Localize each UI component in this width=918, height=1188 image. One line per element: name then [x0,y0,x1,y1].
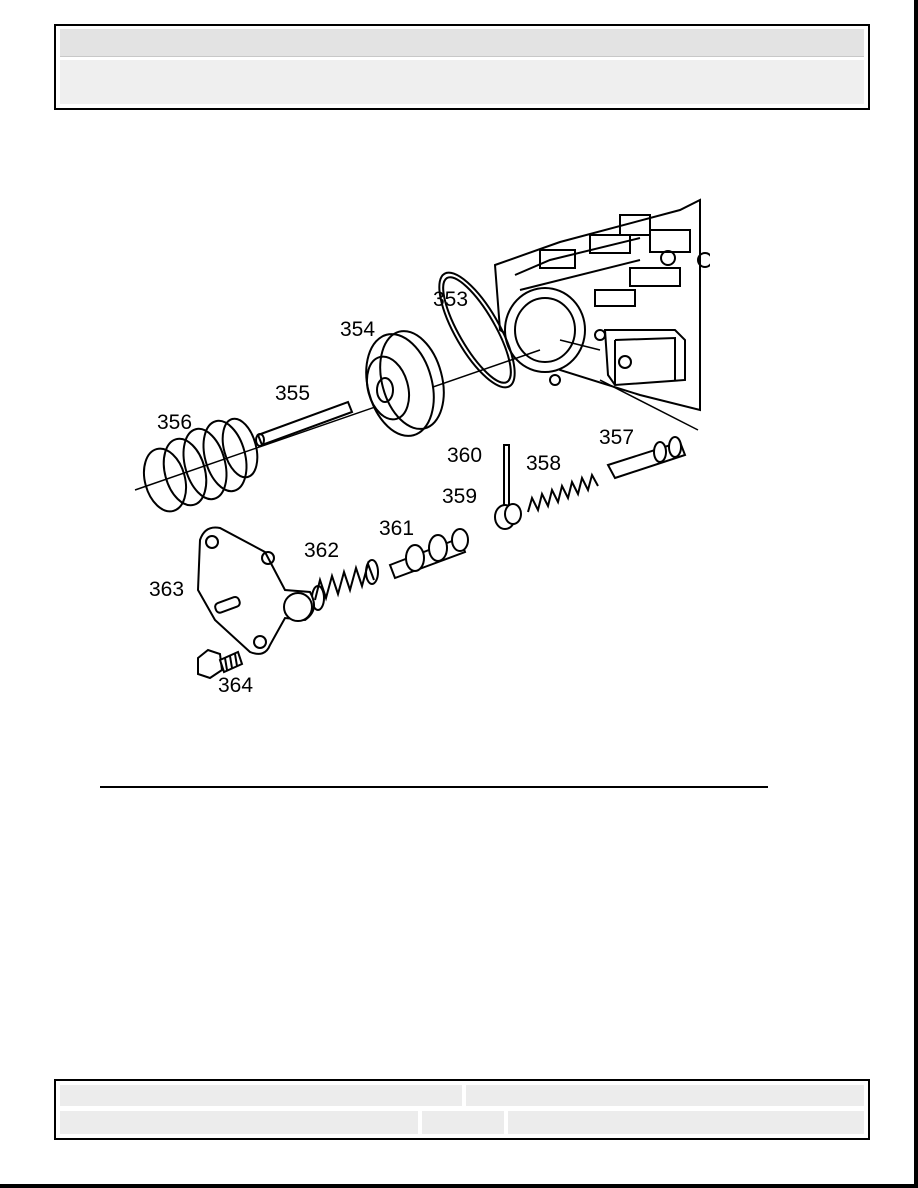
spring-356 [142,417,259,513]
pin-355 [255,400,354,447]
horizontal-rule [100,786,768,788]
callout-358: 358 [526,452,561,475]
valve-357 [606,436,687,480]
header-subtitle-bar [60,60,864,104]
spring-358 [527,472,599,513]
page-footer [54,1079,870,1140]
footer-cell-2 [466,1085,864,1106]
valve-361 [388,528,469,580]
callout-362: 362 [304,539,339,562]
footer-cell-1 [60,1085,462,1106]
axis-line [134,349,541,491]
callout-364: 364 [218,674,253,697]
callout-353: 353 [433,288,468,311]
footer-cell-4 [422,1111,504,1134]
plug-359 [494,503,522,530]
callout-355: 355 [275,382,310,405]
spring-362 [311,559,379,611]
bolt-364 [197,648,244,680]
piston-354 [365,330,445,437]
callout-360: 360 [447,444,482,467]
callout-357: 357 [599,426,634,449]
pin-360 [503,444,510,508]
snap-ring-353 [438,271,516,389]
callout-363: 363 [149,578,184,601]
callout-361: 361 [379,517,414,540]
header-title-bar [60,29,864,57]
cover-363 [196,526,315,655]
footer-cell-5 [508,1111,864,1134]
page-header [54,24,870,110]
footer-cell-3 [60,1111,418,1134]
callout-356: 356 [157,411,192,434]
callout-359: 359 [442,485,477,508]
exploded-parts-diagram: 353 354 355 356 357 358 359 360 361 362 … [120,180,710,710]
callout-354: 354 [340,318,375,341]
valve-body [493,198,710,412]
